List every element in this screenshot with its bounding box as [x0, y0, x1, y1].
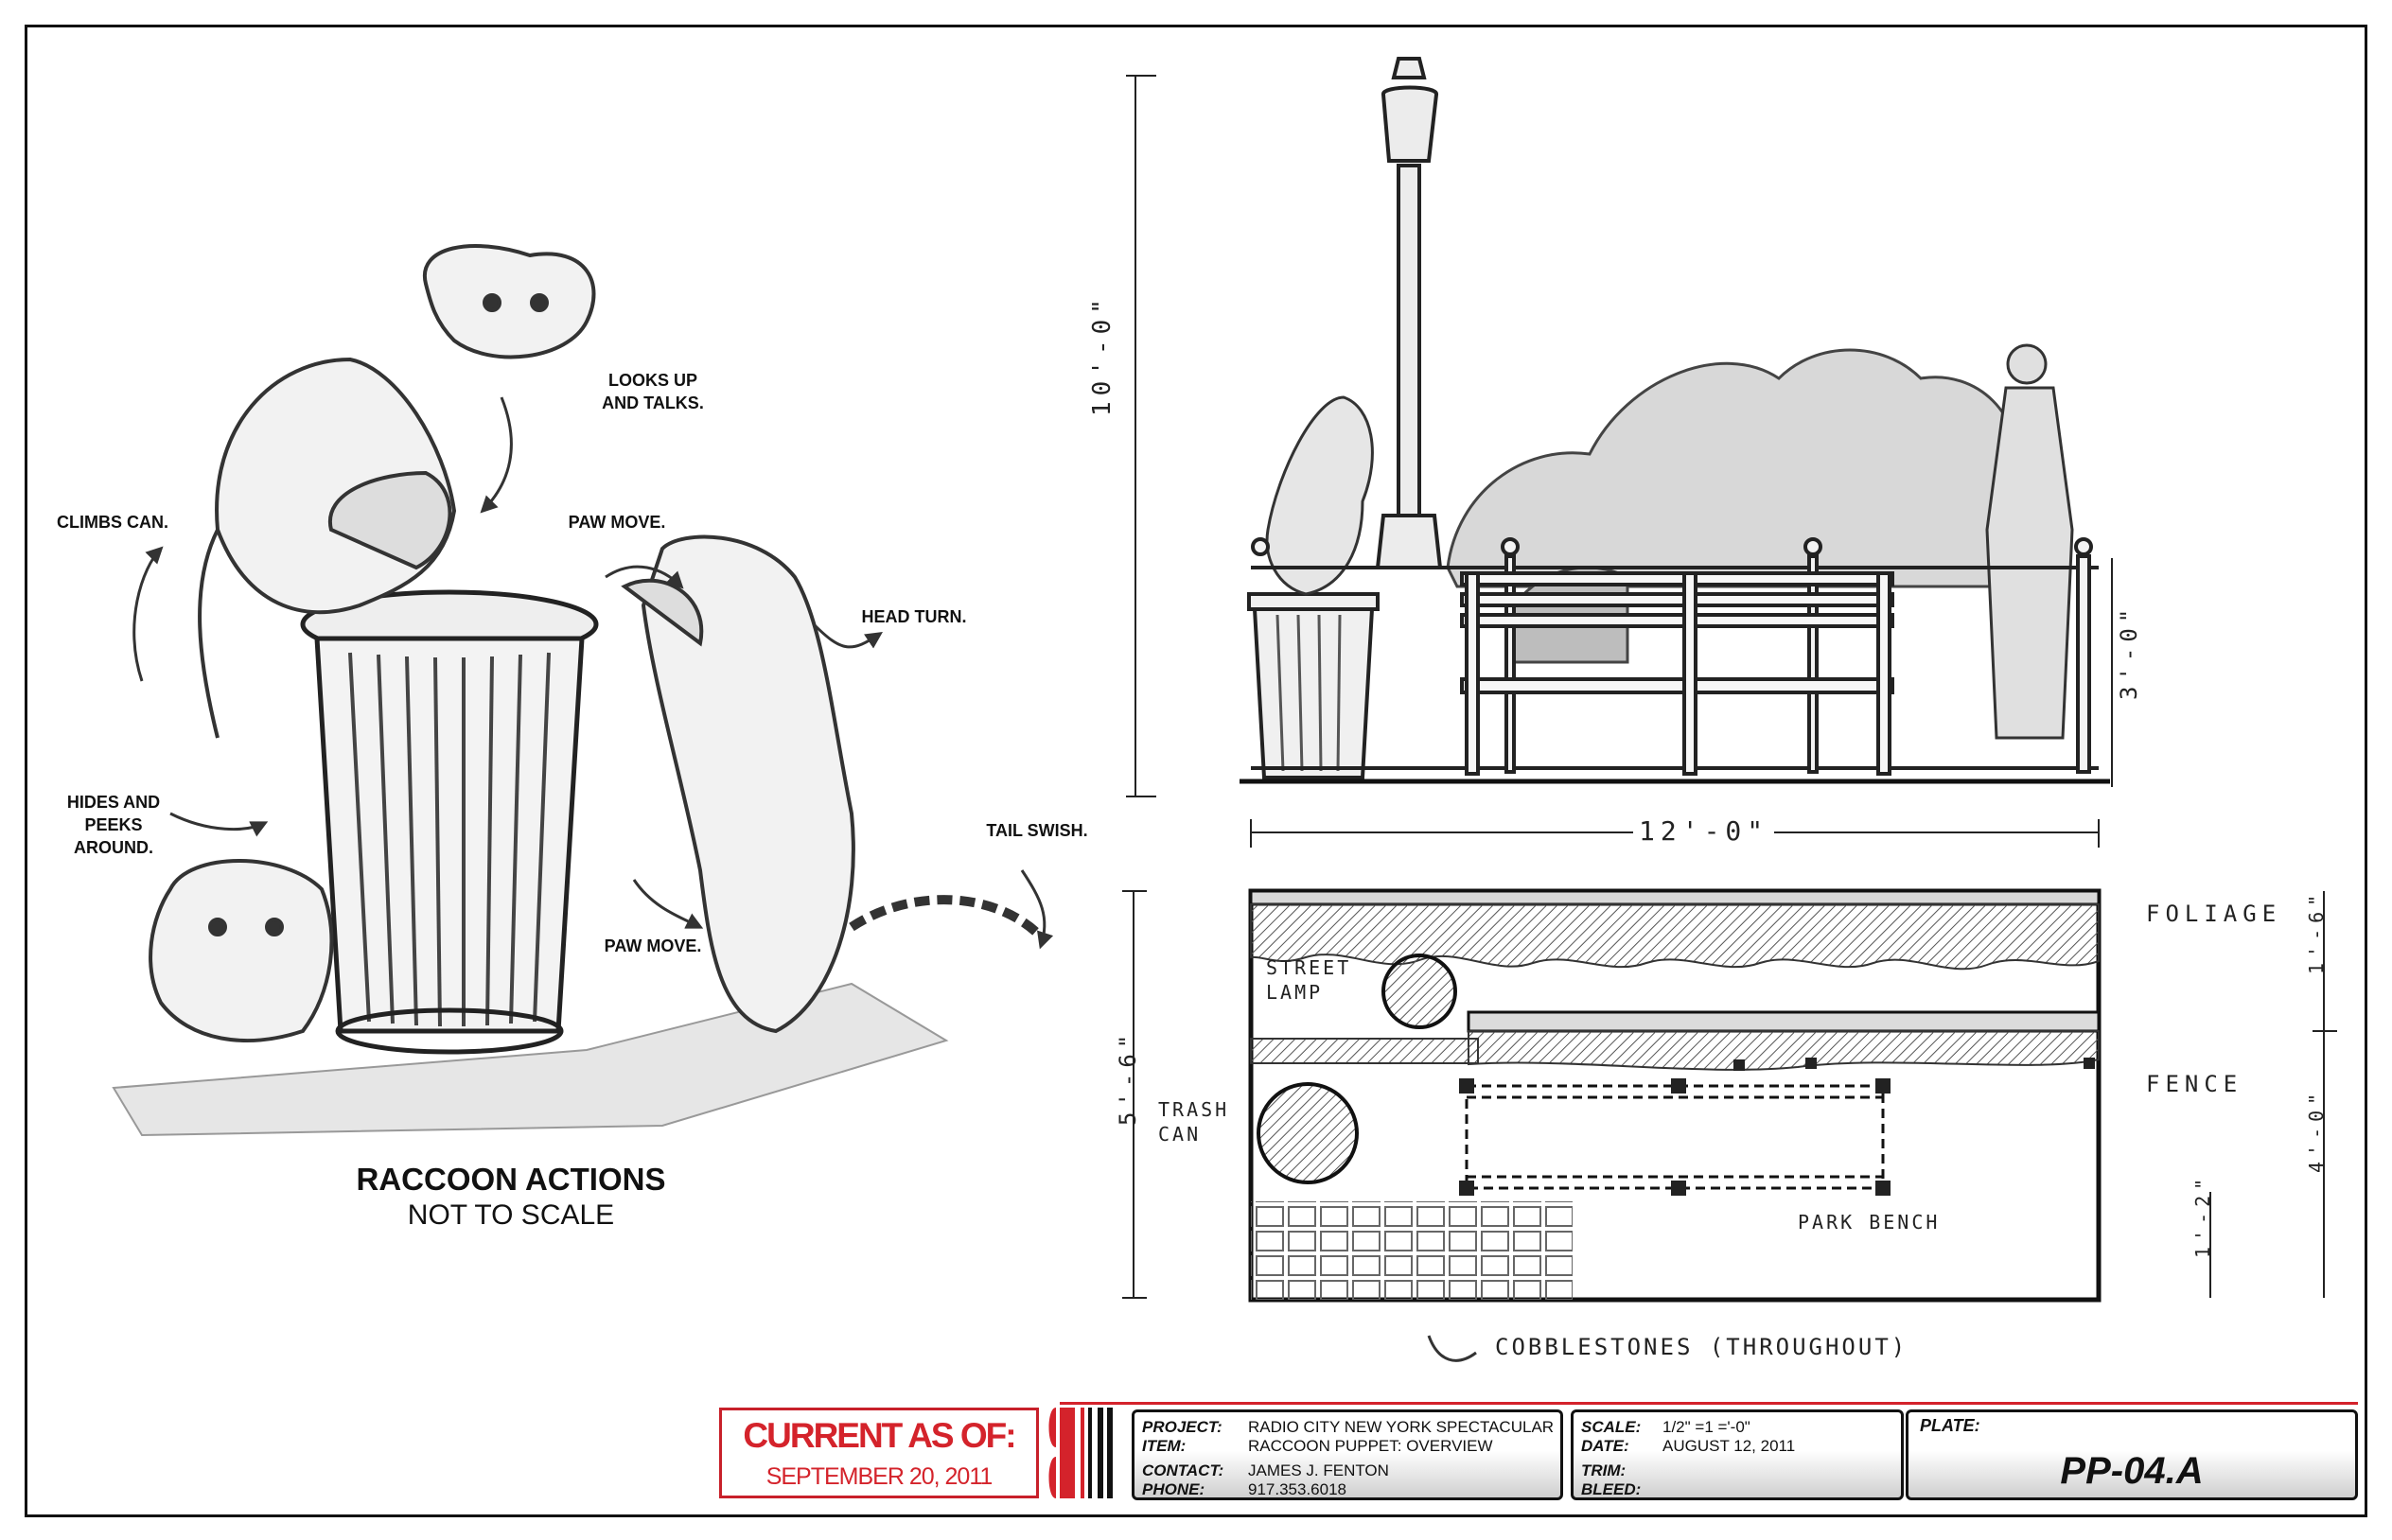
plate-label: PLATE:	[1920, 1416, 1980, 1435]
elevation-view	[1126, 57, 2113, 848]
trash-can-plan	[1257, 1082, 1359, 1184]
street-lamp-plan	[1381, 954, 1457, 1029]
motion-arrows	[132, 396, 1054, 950]
label-looks-up: LOOKS UP AND TALKS.	[602, 371, 704, 412]
drawing-subtitle: NOT TO SCALE	[407, 1199, 615, 1231]
dim-foliage-depth: 1'-6"	[2305, 888, 2328, 974]
current-as-of-box: CURRENT AS OF: SEPTEMBER 20, 2011	[719, 1408, 1039, 1498]
date-value: AUGUST 12, 2011	[1662, 1437, 1796, 1455]
project-label: PROJECT:	[1142, 1418, 1222, 1436]
dim-plan-depth: 5'-6"	[1115, 1028, 1141, 1126]
note-fence: FENCE	[2146, 1071, 2243, 1097]
contact-label: CONTACT:	[1142, 1461, 1224, 1479]
fence-elevation	[1251, 537, 2099, 774]
dim-width: 12'-0"	[1633, 815, 1775, 847]
scale-value: 1/2" =1 ='-0"	[1662, 1418, 1750, 1436]
project-value: RADIO CITY NEW YORK SPECTACULAR	[1248, 1418, 1555, 1436]
raccoon-on-can	[1265, 395, 1374, 596]
label-paw-move-1: PAW MOVE.	[568, 513, 666, 532]
titleblock-red-rule	[1060, 1402, 2358, 1405]
phone-label: PHONE:	[1142, 1480, 1205, 1498]
raccoon-climbing	[198, 357, 457, 739]
park-bench-plan	[1465, 1084, 1885, 1190]
dim-fence-height: 3'-0"	[2116, 603, 2142, 700]
titleblock-project: PROJECT:RADIO CITY NEW YORK SPECTACULAR …	[1132, 1409, 1563, 1500]
drawing-title: RACCOON ACTIONS	[356, 1162, 666, 1197]
note-foliage: FOLIAGE	[2146, 901, 2282, 927]
label-tail-swish: TAIL SWISH.	[986, 821, 1088, 840]
bleed-label: BLEED:	[1581, 1480, 1642, 1498]
raccoon-standing	[621, 534, 1045, 1034]
titleblock-scale-date: SCALE: 1/2" =1 ='-0" DATE: AUGUST 12, 2011…	[1571, 1409, 1904, 1500]
note-street-lamp: STREET LAMP	[1266, 956, 1352, 1004]
raccoon-head-looking-up	[422, 244, 596, 359]
label-paw-move-2: PAW MOVE.	[604, 936, 702, 955]
foliage-plan	[1250, 903, 2100, 971]
contact-value: JAMES J. FENTON	[1248, 1461, 1389, 1479]
cobblestones-plan	[1251, 1201, 1573, 1300]
raccoon-hiding	[149, 859, 334, 1042]
park-bench-elevation	[1460, 571, 1894, 776]
dim-cobble-depth: 1'-2"	[2191, 1172, 2214, 1258]
label-hides-peeks: HIDES AND PEEKS AROUND.	[66, 793, 161, 857]
fence-plan-hatch	[1468, 1030, 2100, 1071]
current-as-of-label: CURRENT AS OF:	[743, 1416, 1016, 1455]
item-value: RACCOON PUPPET: OVERVIEW	[1248, 1437, 1493, 1455]
note-cobblestones: COBBLESTONES (THROUGHOUT)	[1495, 1334, 1908, 1360]
dim-fence-depth: 4'-0"	[2305, 1087, 2328, 1173]
pedestrian-figure	[1985, 343, 2074, 740]
note-trash-can: TRASH CAN	[1158, 1098, 1230, 1146]
titleblock-plate: PLATE: PP-04.A	[1906, 1409, 2358, 1500]
label-climbs-can: CLIMBS CAN.	[57, 513, 168, 532]
phone-value: 917.353.6018	[1248, 1480, 1346, 1498]
scale-label: SCALE:	[1581, 1418, 1642, 1436]
plan-view	[1122, 888, 2337, 1362]
item-label: ITEM:	[1142, 1437, 1187, 1455]
trim-label: TRIM:	[1581, 1461, 1627, 1479]
current-as-of-date: SEPTEMBER 20, 2011	[765, 1463, 994, 1490]
note-park-bench: PARK BENCH	[1798, 1211, 1941, 1234]
date-label: DATE:	[1581, 1437, 1629, 1455]
dim-height-total: 10'-0"	[1088, 293, 1117, 416]
plate-number: PP-04.A	[2060, 1450, 2204, 1492]
trash-can-sketch	[300, 589, 599, 1055]
drawing-sheet-border	[25, 25, 2367, 1517]
plan-dimension-lines	[1122, 890, 2337, 1299]
ground-shadow	[112, 982, 949, 1137]
label-head-turn: HEAD TURN.	[861, 607, 967, 626]
company-logo	[1048, 1408, 1113, 1498]
trash-can-elevation	[1247, 592, 1380, 779]
street-lamp-elevation	[1375, 57, 1443, 569]
